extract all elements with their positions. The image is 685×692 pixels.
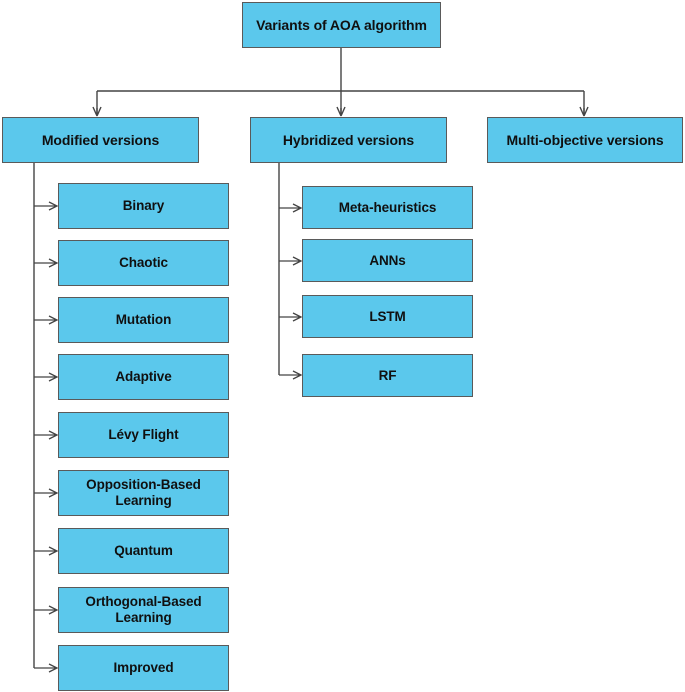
node-root[interactable]: Variants of AOA algorithm: [242, 2, 441, 48]
node-binary-label: Binary: [122, 198, 165, 214]
node-chaotic-label: Chaotic: [119, 255, 168, 271]
node-levy-flight[interactable]: Lévy Flight: [58, 412, 229, 458]
node-quantum-label: Quantum: [114, 543, 173, 559]
node-opposition-based-learning[interactable]: Opposition-Based Learning: [58, 470, 229, 516]
node-hybridized-versions[interactable]: Hybridized versions: [250, 117, 447, 163]
node-adaptive-label: Adaptive: [115, 369, 172, 385]
node-improved[interactable]: Improved: [58, 645, 229, 691]
node-anns[interactable]: ANNs: [302, 239, 473, 282]
node-rf[interactable]: RF: [302, 354, 473, 397]
node-quantum[interactable]: Quantum: [58, 528, 229, 574]
node-hybridized-versions-label: Hybridized versions: [282, 131, 415, 148]
node-mutation-label: Mutation: [115, 312, 172, 328]
node-orthogonal-based-learning-label: Orthogonal-Based Learning: [85, 594, 202, 625]
node-opposition-based-learning-label: Opposition-Based Learning: [86, 477, 201, 508]
node-meta-heuristics-label: Meta-heuristics: [338, 199, 437, 215]
node-chaotic[interactable]: Chaotic: [58, 240, 229, 286]
node-lstm[interactable]: LSTM: [302, 295, 473, 338]
node-orthogonal-based-learning[interactable]: Orthogonal-Based Learning: [58, 587, 229, 633]
node-adaptive[interactable]: Adaptive: [58, 354, 229, 400]
node-multi-objective-versions-label: Multi-objective versions: [506, 131, 664, 148]
node-binary[interactable]: Binary: [58, 183, 229, 229]
node-root-label: Variants of AOA algorithm: [256, 16, 427, 33]
node-rf-label: RF: [378, 367, 397, 383]
node-modified-versions[interactable]: Modified versions: [2, 117, 199, 163]
node-modified-versions-label: Modified versions: [41, 131, 160, 148]
node-levy-flight-label: Lévy Flight: [108, 427, 179, 443]
node-multi-objective-versions[interactable]: Multi-objective versions: [487, 117, 683, 163]
node-meta-heuristics[interactable]: Meta-heuristics: [302, 186, 473, 229]
node-improved-label: Improved: [113, 660, 174, 676]
node-anns-label: ANNs: [369, 252, 406, 268]
node-lstm-label: LSTM: [369, 308, 406, 324]
node-mutation[interactable]: Mutation: [58, 297, 229, 343]
